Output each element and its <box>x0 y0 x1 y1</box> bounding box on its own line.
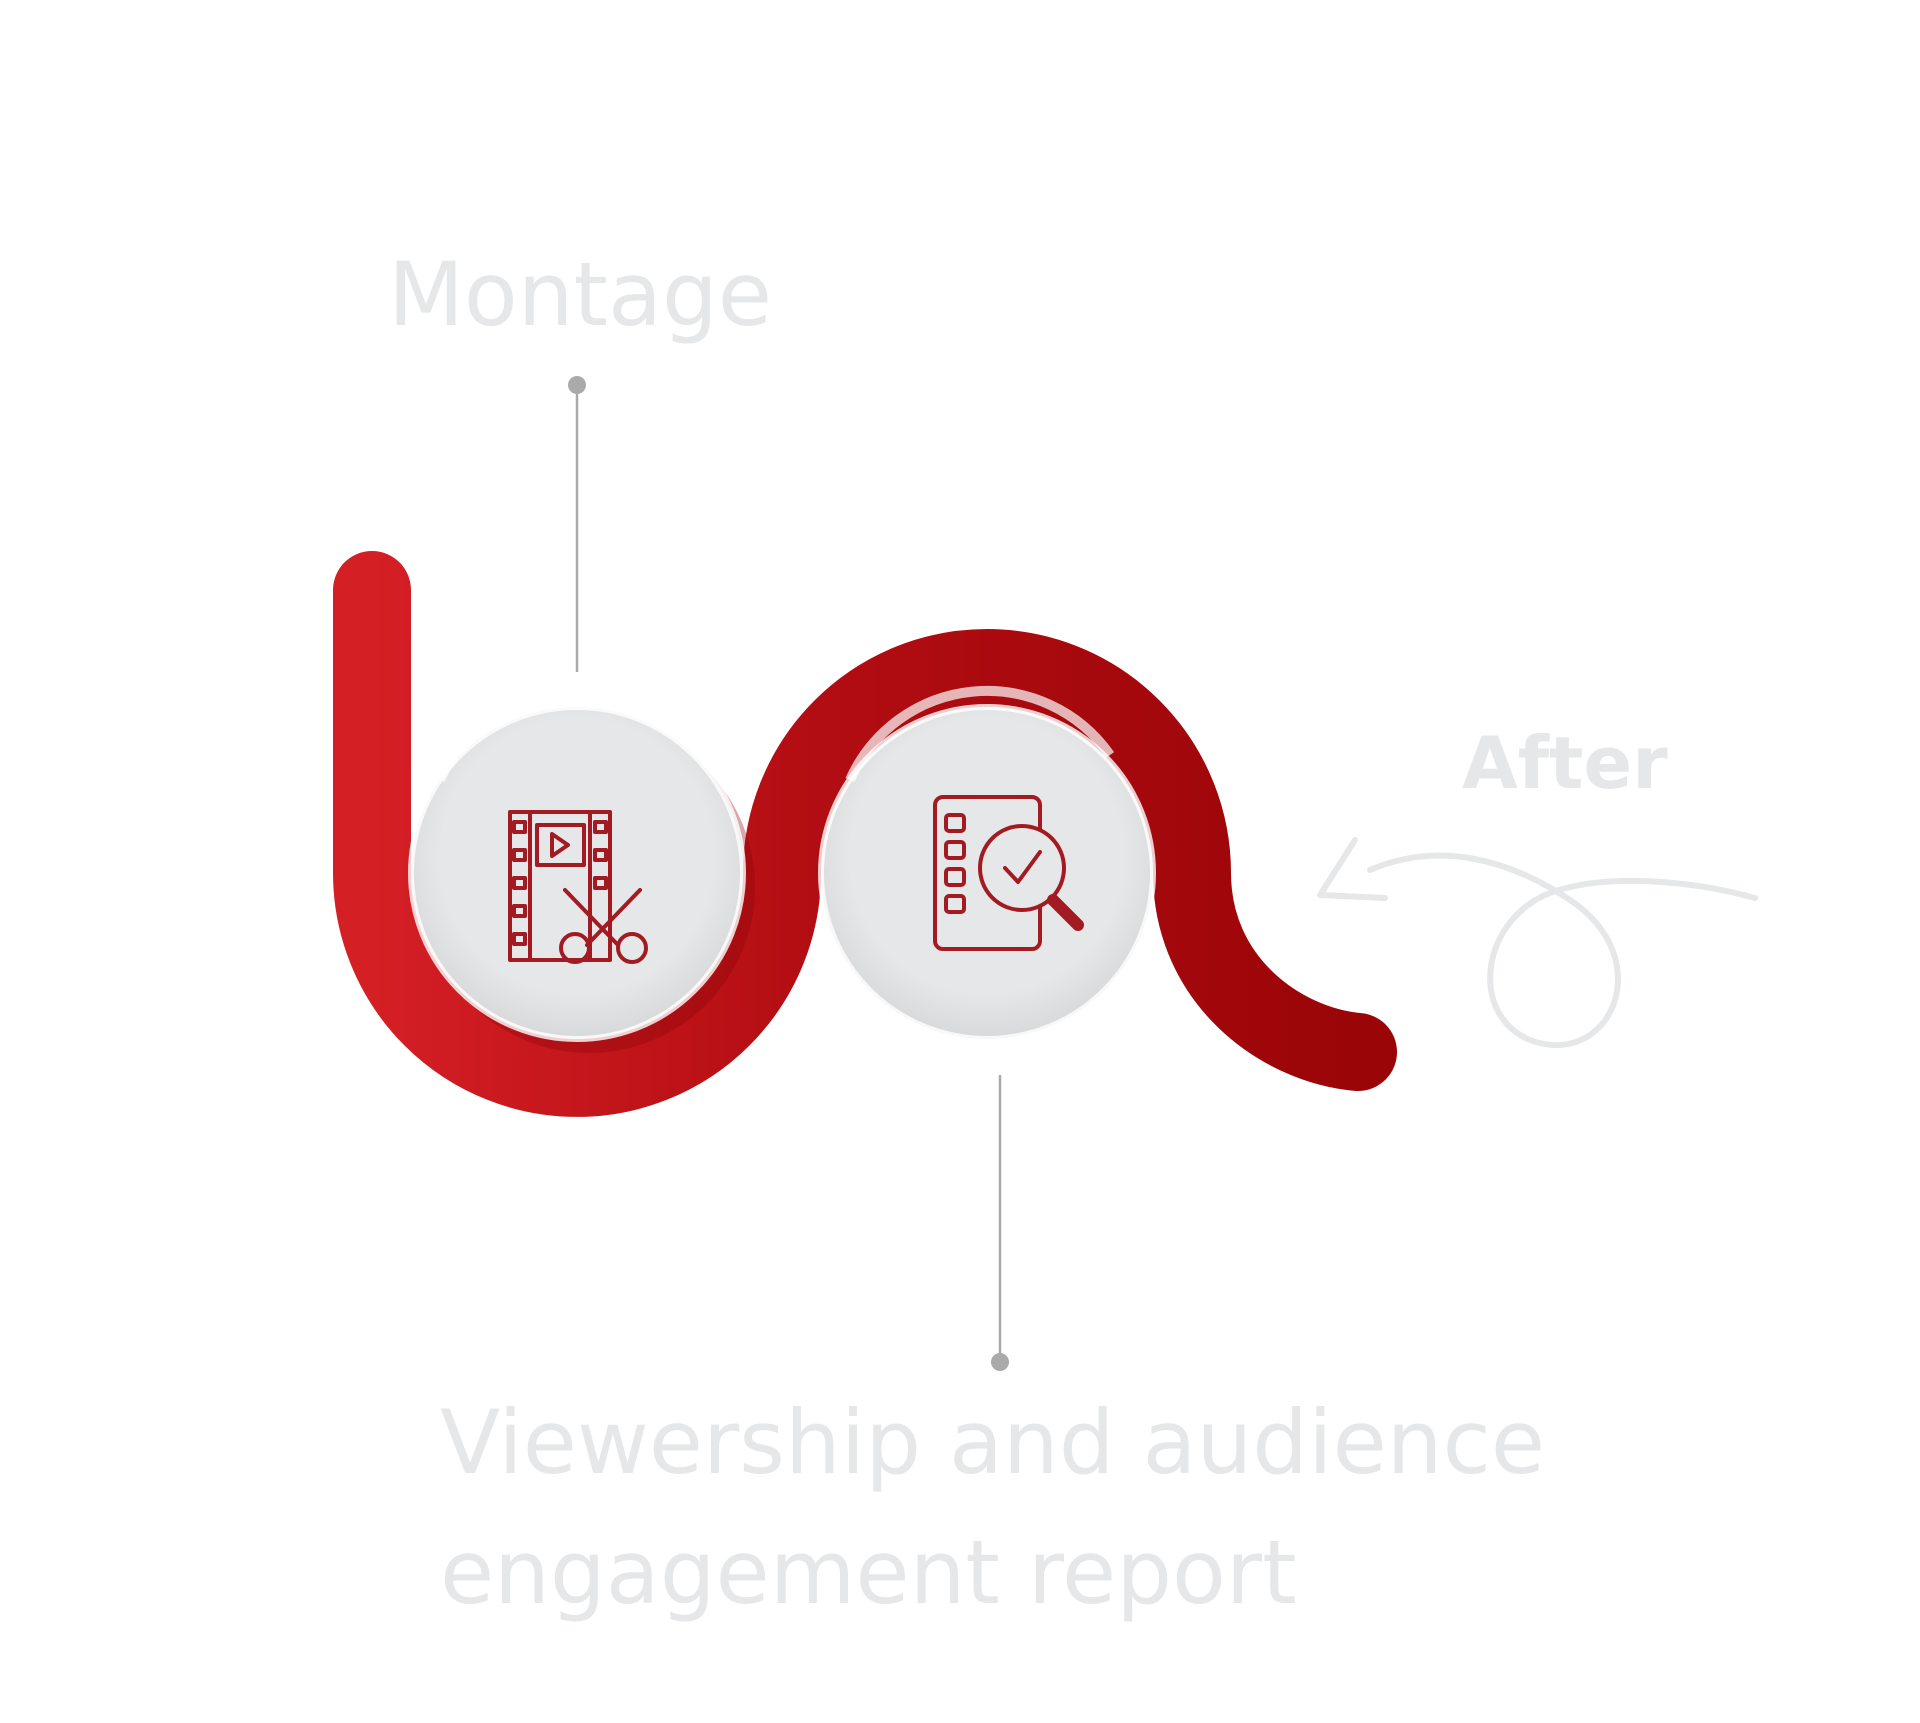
step-label-report-line2: engagement report <box>440 1521 1297 1624</box>
report-connector <box>991 1075 1009 1371</box>
step-label-report-line1: Viewership and audience <box>440 1391 1546 1494</box>
step-label-montage: Montage <box>388 243 772 346</box>
film-scissors-icon <box>508 810 648 964</box>
step-label-report: Viewership and audience engagement repor… <box>440 1378 1545 1638</box>
report-magnifier-check-icon <box>933 795 1084 951</box>
curly-arrow-icon <box>1317 837 1758 1049</box>
montage-connector <box>568 376 586 672</box>
winding-path <box>333 551 1397 1117</box>
annotation-label-after: After <box>1462 721 1668 805</box>
